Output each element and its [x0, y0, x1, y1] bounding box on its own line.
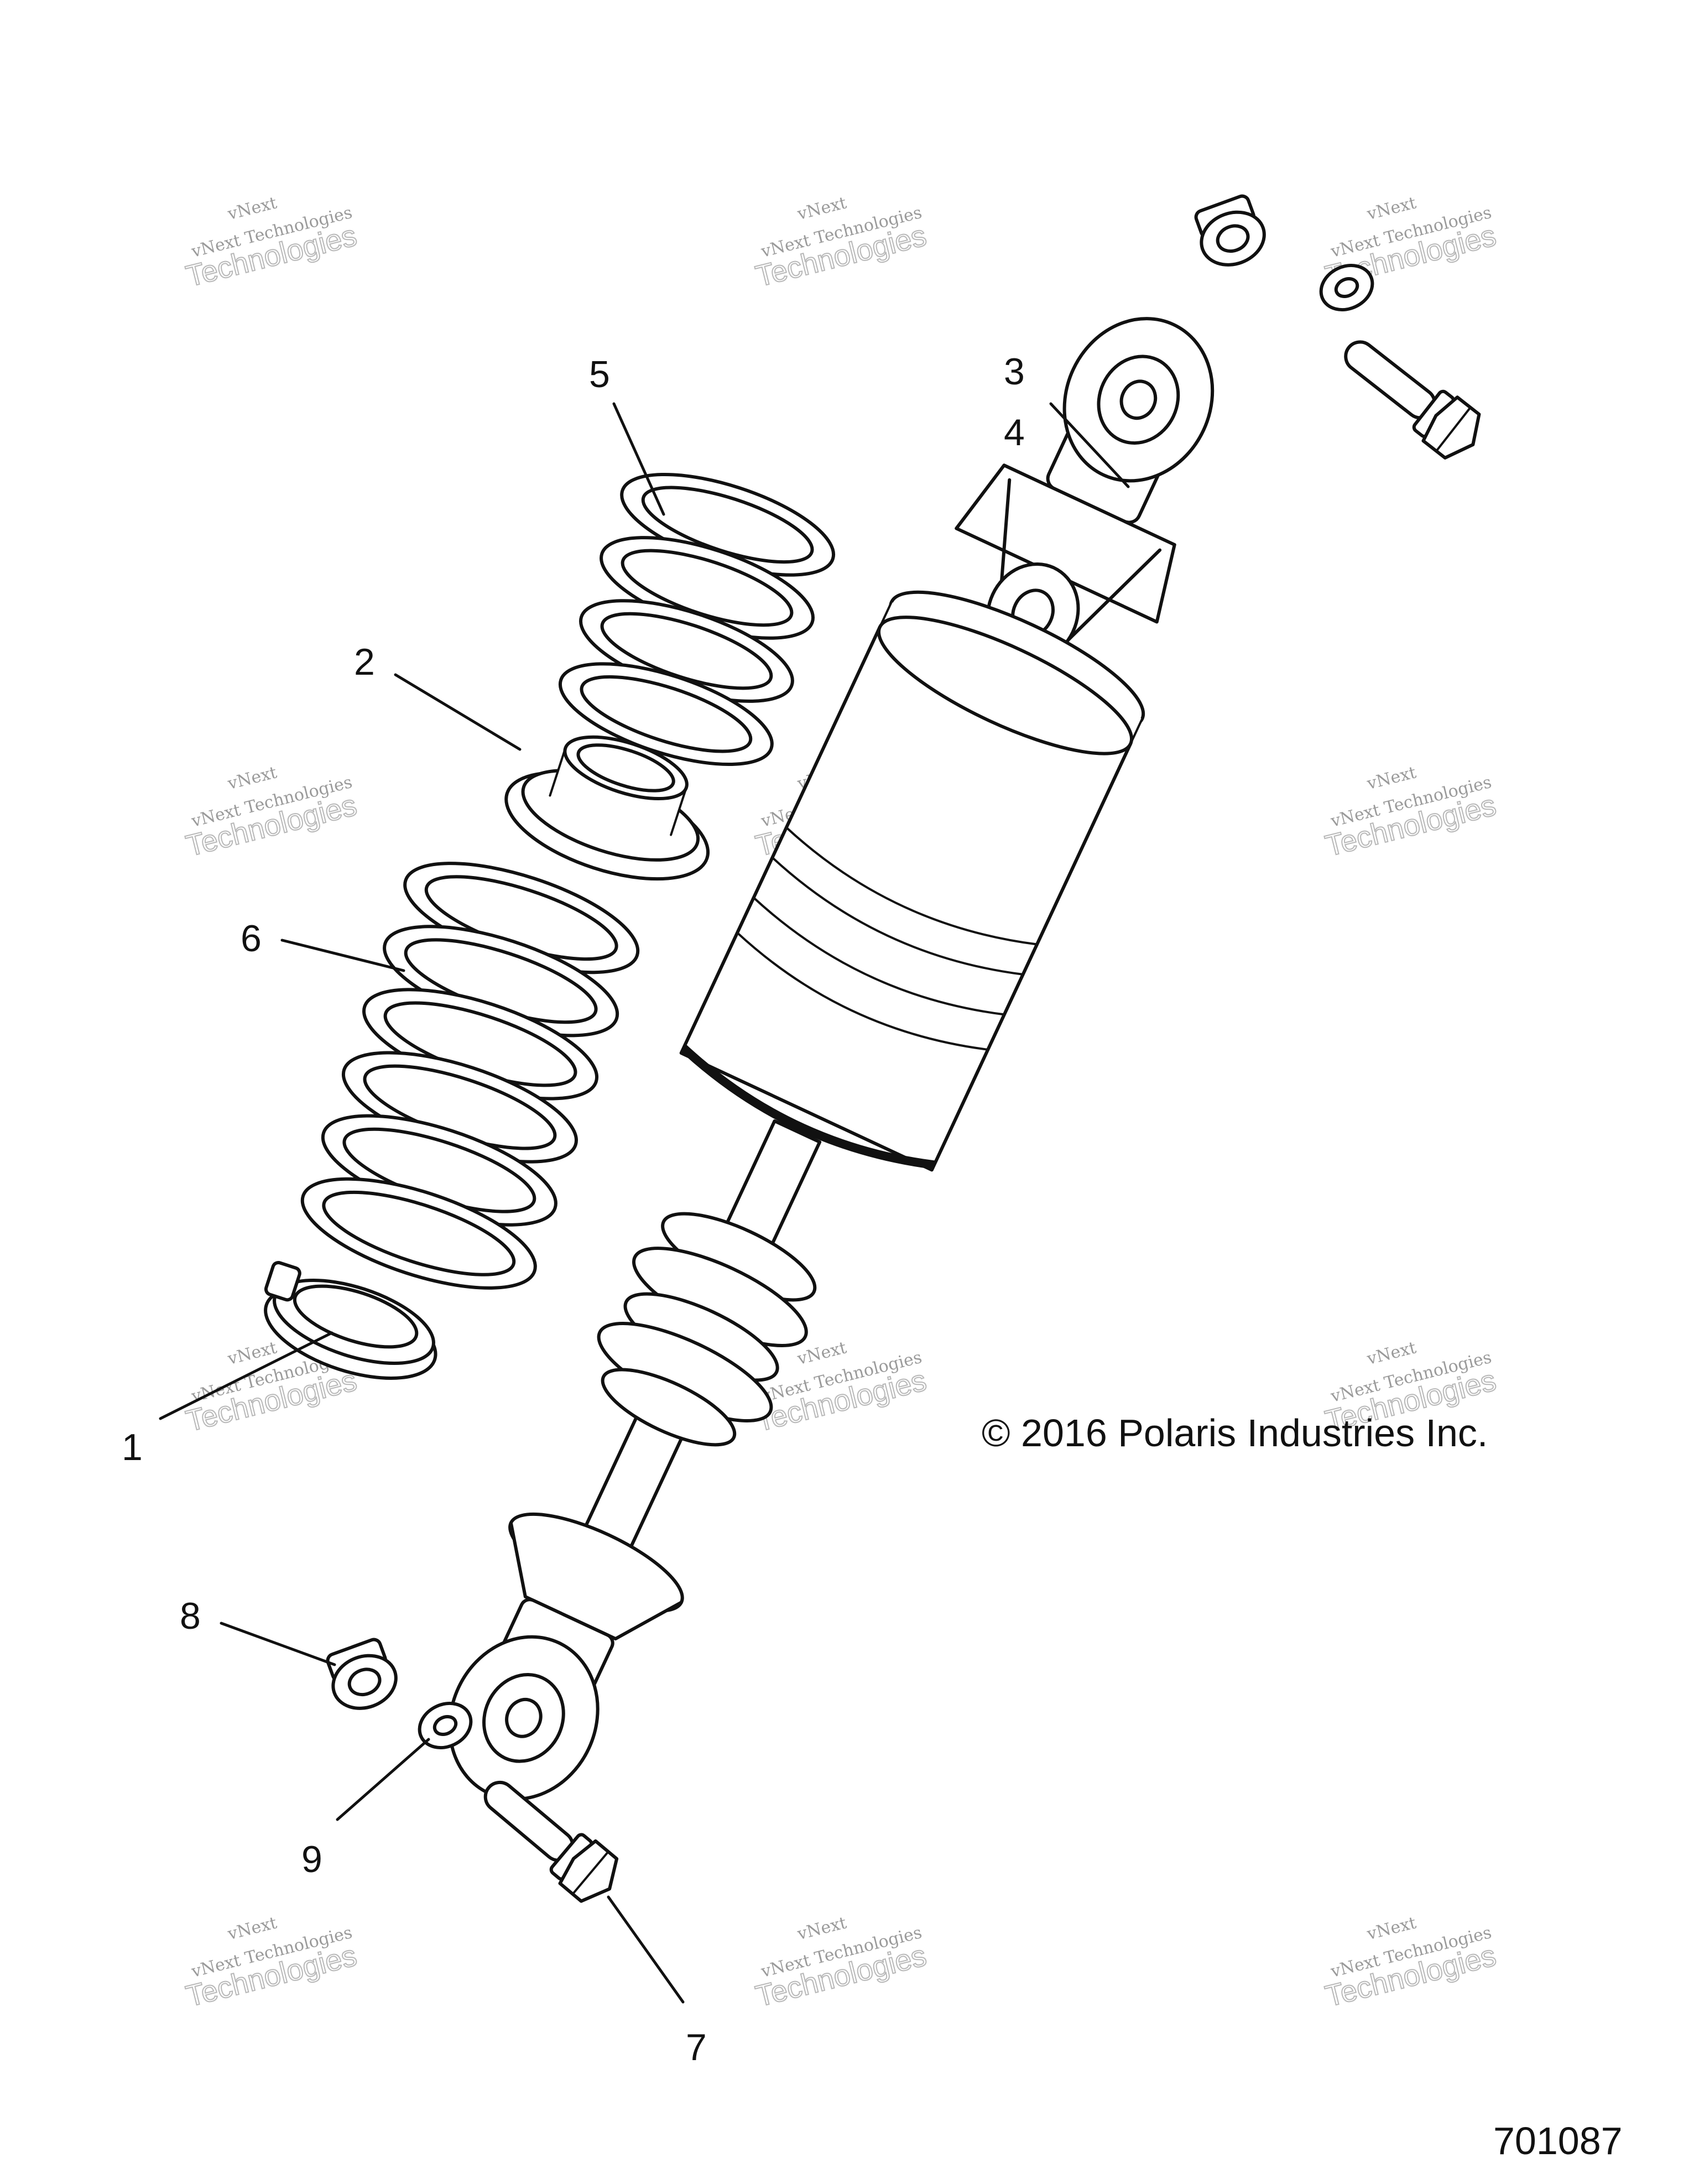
- lower-flange-nut: [326, 1638, 398, 1710]
- copyright-notice: © 2016 Polaris Industries Inc.: [982, 1411, 1488, 1455]
- upper-bolt: [1344, 340, 1481, 460]
- svg-text:vNext: vNext: [1364, 193, 1418, 224]
- callout-9: 9: [301, 1838, 322, 1880]
- callout-1: 1: [122, 1426, 143, 1468]
- callout-8: 8: [180, 1595, 201, 1637]
- svg-text:vNext: vNext: [1364, 763, 1418, 794]
- svg-text:vNext: vNext: [225, 193, 279, 224]
- watermark: vNext vNext Technologies Technologies: [182, 193, 360, 294]
- lower-washer: [418, 1702, 473, 1749]
- watermark: vNext vNext Technologies Technologies: [182, 763, 360, 863]
- upper-spring: [558, 472, 836, 767]
- leader-2: [394, 673, 522, 751]
- svg-text:vNext: vNext: [795, 193, 848, 224]
- svg-text:vNext: vNext: [1364, 1338, 1418, 1369]
- watermark: vNext vNext Technologies Technologies: [182, 1913, 360, 2014]
- leader-8: [220, 1622, 336, 1666]
- callout-2: 2: [354, 641, 375, 683]
- figure-number: 701087: [1493, 2119, 1623, 2162]
- watermark: vNext vNext Technologies Technologies: [1321, 763, 1499, 863]
- spring-retainer: [264, 1261, 437, 1380]
- leader-7: [607, 1895, 685, 2004]
- watermark: vNext vNext Technologies Technologies: [752, 1913, 930, 2014]
- svg-text:vNext: vNext: [225, 1913, 279, 1944]
- callout-6: 6: [241, 918, 262, 960]
- callout-3: 3: [1004, 351, 1025, 393]
- svg-text:vNext: vNext: [225, 763, 279, 794]
- callout-7: 7: [686, 2026, 707, 2068]
- upper-flange-nut: [1194, 194, 1266, 267]
- leader-6: [280, 939, 405, 972]
- spring-adaptor: [504, 735, 710, 881]
- leader-1: [159, 1331, 333, 1420]
- upper-hardware: [1194, 194, 1481, 460]
- leader-lines: [159, 402, 1130, 2004]
- lower-spring: [300, 862, 640, 1290]
- leader-3-4: [1049, 402, 1130, 488]
- shock-absorber: [448, 317, 1215, 1801]
- svg-text:vNext: vNext: [795, 1913, 848, 1944]
- leader-9: [336, 1738, 430, 1821]
- leader-5: [612, 402, 665, 516]
- callout-labels: 5 3 4 2 6 1 8 9 7: [122, 351, 1025, 2068]
- callout-4: 4: [1004, 411, 1025, 454]
- callout-5: 5: [589, 353, 610, 395]
- svg-text:vNext: vNext: [1364, 1913, 1418, 1944]
- watermark: vNext vNext Technologies Technologies: [1321, 1913, 1499, 2014]
- upper-washer: [1319, 264, 1374, 311]
- watermark: vNext vNext Technologies Technologies: [752, 193, 930, 294]
- lower-hardware: [326, 1638, 619, 1903]
- svg-text:vNext: vNext: [795, 1338, 848, 1369]
- lower-bolt: [483, 1780, 619, 1903]
